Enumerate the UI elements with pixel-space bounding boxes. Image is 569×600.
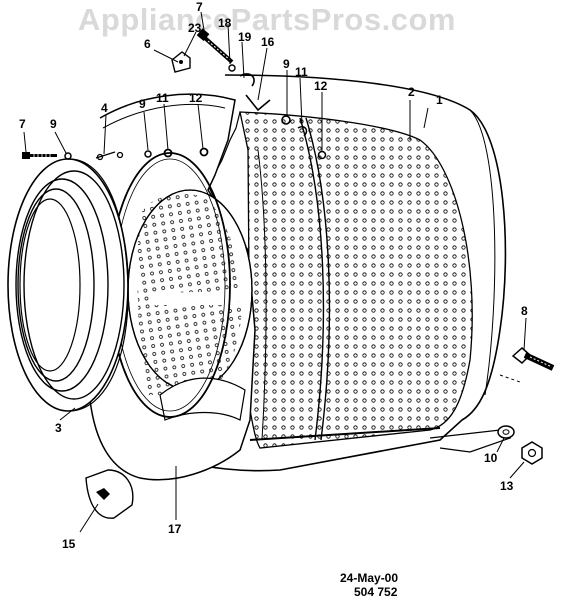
leader-lines bbox=[23, 11, 527, 533]
callout-9-left: 9 bbox=[50, 117, 57, 131]
door-gasket bbox=[7, 158, 129, 412]
callout-2: 2 bbox=[408, 85, 415, 99]
callout-9-right: 9 bbox=[283, 57, 290, 71]
drum-opening bbox=[127, 189, 253, 421]
watermark: AppliancePartsPros.com bbox=[78, 2, 456, 37]
callout-6: 6 bbox=[144, 37, 151, 51]
inner-drum bbox=[207, 111, 473, 449]
callout-4: 4 bbox=[101, 101, 108, 115]
callout-15: 15 bbox=[62, 537, 76, 551]
callout-3: 3 bbox=[55, 421, 62, 435]
diagram-date: 24-May-00 bbox=[340, 571, 399, 585]
callout-19: 19 bbox=[238, 30, 252, 44]
callout-1: 1 bbox=[436, 93, 443, 107]
callout-11-right: 11 bbox=[295, 65, 308, 79]
callout-23: 23 bbox=[188, 21, 202, 35]
callout-18: 18 bbox=[218, 16, 232, 30]
fasteners bbox=[22, 28, 555, 519]
callout-11-mid: 11 bbox=[156, 91, 169, 105]
callout-7-top: 7 bbox=[196, 0, 203, 14]
callout-12-mid: 12 bbox=[189, 91, 203, 105]
callout-17: 17 bbox=[168, 522, 182, 536]
callout-7-left: 7 bbox=[19, 117, 26, 131]
diagram-code: 504 752 bbox=[354, 585, 398, 599]
callout-13: 13 bbox=[500, 479, 514, 493]
callout-10: 10 bbox=[484, 451, 498, 465]
callout-16: 16 bbox=[261, 35, 275, 49]
callout-9-mid: 9 bbox=[139, 97, 146, 111]
callout-12-right: 12 bbox=[314, 79, 328, 93]
callout-labels: 1 2 3 4 6 7 7 8 9 9 9 10 11 11 12 12 13 … bbox=[19, 0, 528, 551]
diagram-footer: 24-May-00 504 752 bbox=[340, 571, 398, 599]
callout-8: 8 bbox=[521, 304, 528, 318]
